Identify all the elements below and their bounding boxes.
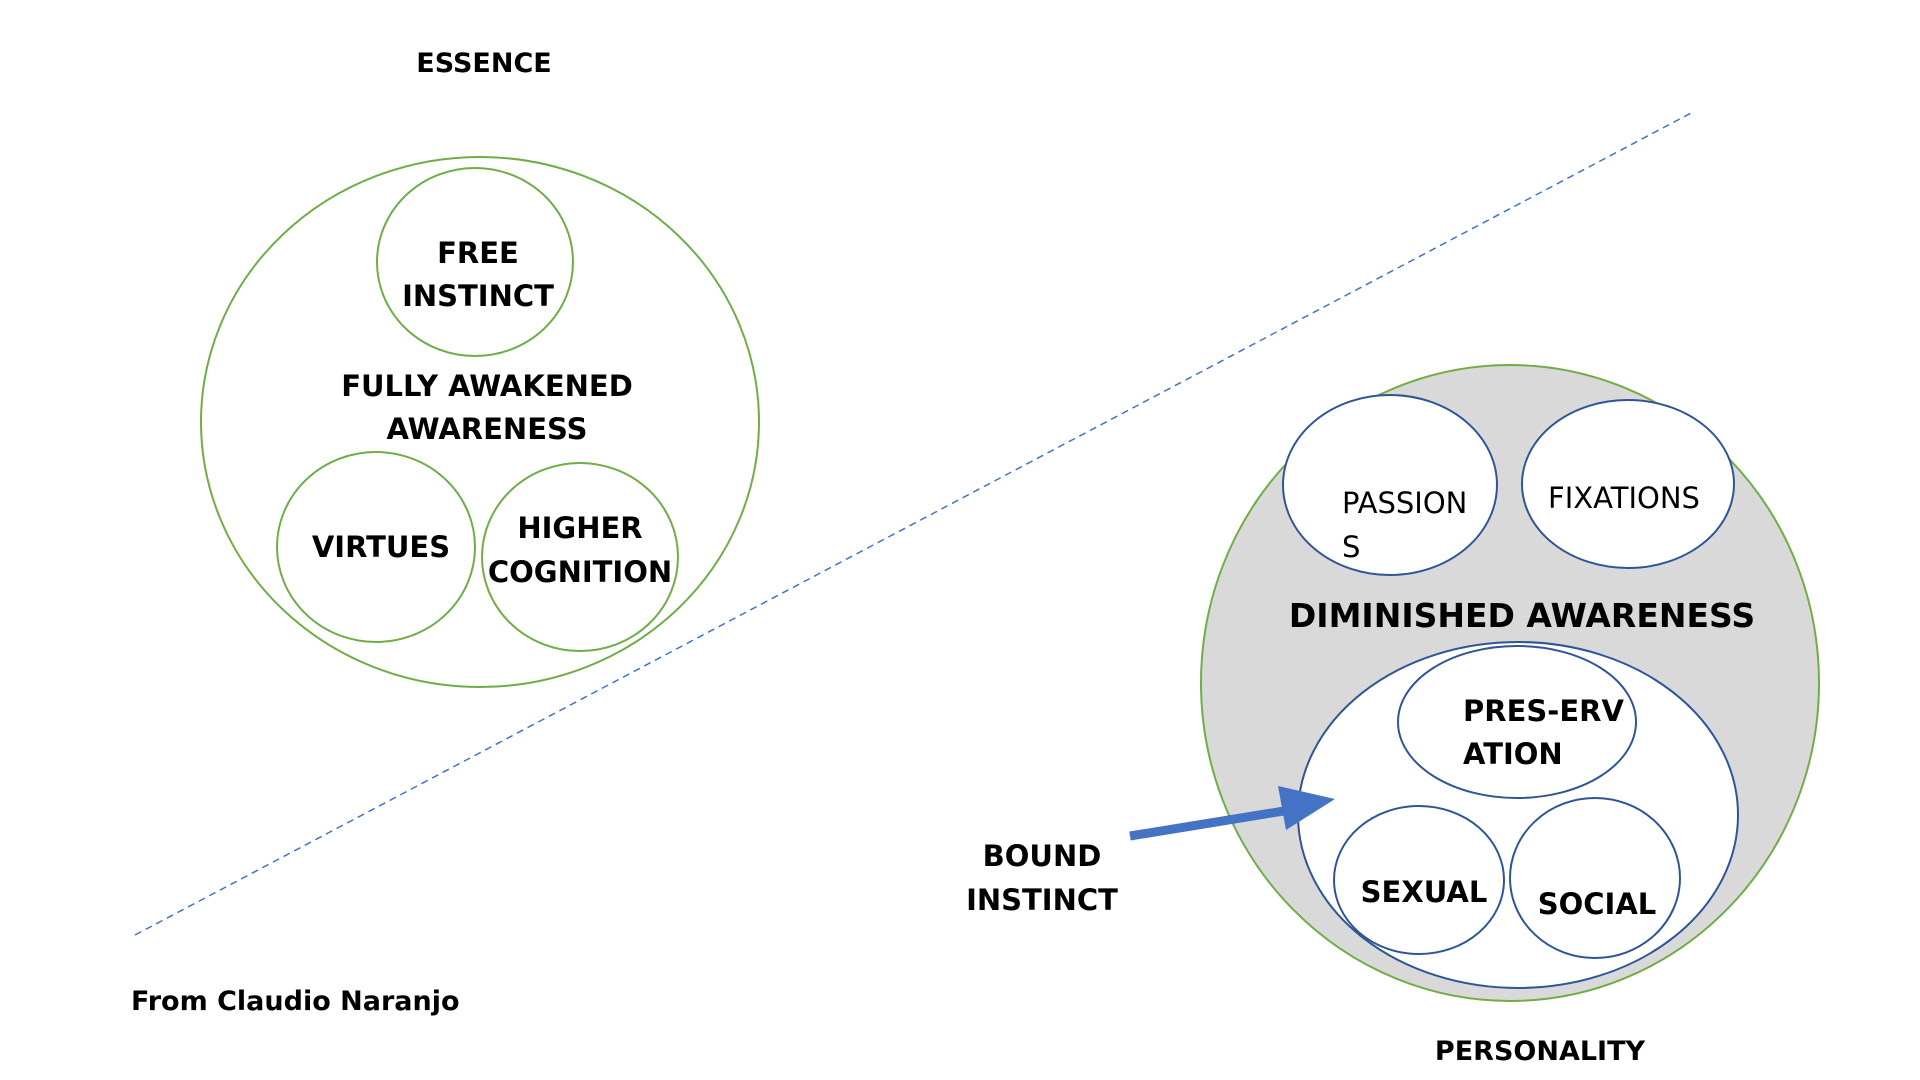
social-circle — [1509, 797, 1681, 959]
virtues-circle — [276, 451, 476, 643]
virtues-label: VIRTUES — [312, 530, 450, 564]
bound-instinct-arrow — [1129, 786, 1335, 841]
passions-circle — [1282, 394, 1498, 576]
preservation-label-1: PRES-ERV — [1463, 694, 1624, 728]
higher-cognition-label-1: HIGHER — [517, 511, 642, 545]
bound-instinct-label-2: INSTINCT — [966, 883, 1118, 917]
divider-line — [134, 111, 1694, 936]
fully-awakened-label-1: FULLY AWAKENED — [341, 369, 633, 403]
preservation-label-2: ATION — [1463, 737, 1563, 771]
diminished-awareness-label: DIMINISHED AWARENESS — [1289, 596, 1755, 635]
free-instinct-circle — [376, 167, 574, 357]
sexual-circle — [1333, 805, 1505, 955]
personality-title: PERSONALITY — [1435, 1036, 1646, 1067]
social-label: SOCIAL — [1538, 887, 1657, 921]
fixations-label: FIXATIONS — [1548, 481, 1700, 515]
sexual-label: SEXUAL — [1361, 875, 1488, 909]
essence-title: ESSENCE — [416, 48, 551, 79]
fully-awakened-label-2: AWARENESS — [387, 412, 588, 446]
bound-instinct-label-1: BOUND — [983, 839, 1102, 873]
arrow-head-icon — [1278, 786, 1335, 830]
personality-group: PASSION S FIXATIONS DIMINISHED AWARENESS… — [1200, 364, 1820, 1002]
credit-text: From Claudio Naranjo — [131, 986, 460, 1017]
free-instinct-label-1: FREE — [437, 236, 519, 270]
higher-cognition-circle — [481, 462, 679, 652]
essence-group: FREE INSTINCT FULLY AWAKENED AWARENESS V… — [200, 156, 760, 688]
preservation-circle — [1397, 645, 1637, 799]
free-instinct-label-2: INSTINCT — [402, 279, 554, 313]
fixations-circle — [1521, 399, 1735, 569]
higher-cognition-label-2: COGNITION — [488, 555, 672, 589]
passions-label-1: PASSION — [1342, 486, 1467, 520]
passions-label-2: S — [1342, 530, 1360, 564]
arrow-shaft — [1129, 805, 1291, 841]
